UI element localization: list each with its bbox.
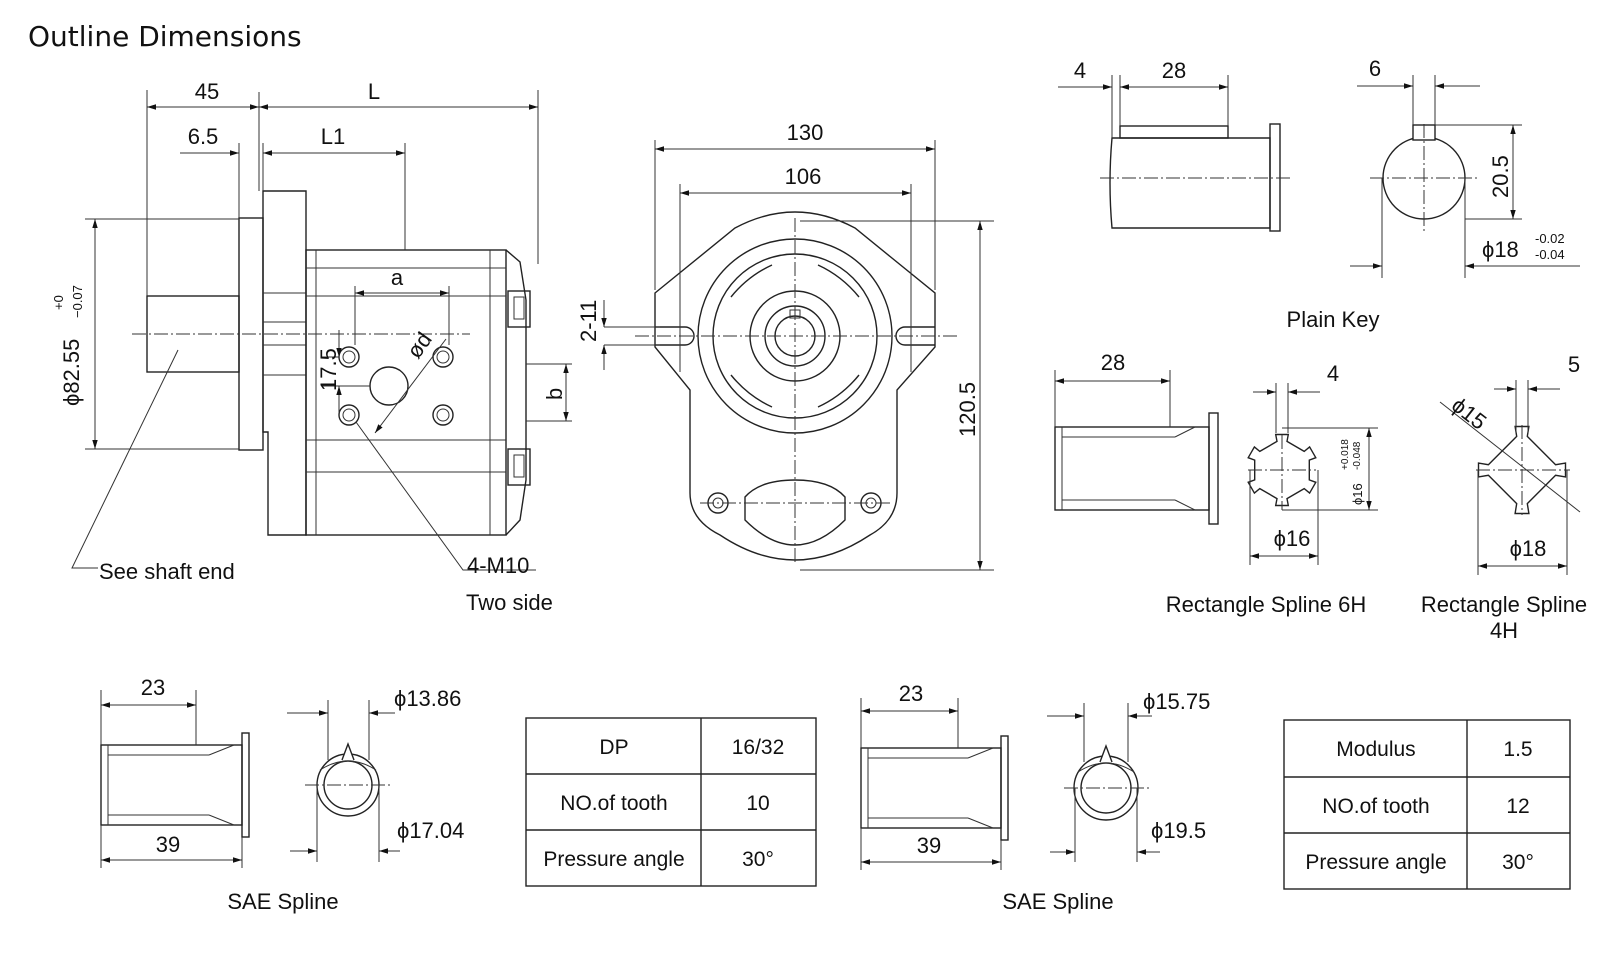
dim-sae1-17.04: ϕ17.04	[397, 818, 464, 843]
dim-sae2-15.75: ϕ15.75	[1143, 689, 1210, 714]
dim-120.5: 120.5	[955, 382, 980, 437]
dim-key-28: 28	[1162, 58, 1186, 83]
sae1-table-cell: NO.of tooth	[560, 792, 667, 815]
dim-82.55: ϕ82.55	[59, 339, 84, 406]
side-label: Two side	[466, 590, 553, 615]
dim-6h-16h: ϕ16	[1274, 526, 1311, 551]
dim-sae2-23: 23	[899, 681, 923, 706]
sae-spline-2-view: 23 39 ϕ15.75 ϕ19.5 SAE Spline	[860, 681, 1210, 914]
spline-6h-caption: Rectangle Spline 6H	[1166, 592, 1367, 617]
spline-4h-caption-2: 4H	[1490, 618, 1518, 643]
sae2-table-cell: 1.5	[1503, 738, 1532, 761]
sae1-table-cell: 10	[746, 792, 769, 815]
dim-130: 130	[787, 120, 824, 145]
sae1-table: DP 16/32 NO.of tooth 10 Pressure angle 3…	[525, 717, 817, 887]
sae-spline-1-view: 23 39 ϕ13.86 ϕ17.04 SAE Spline	[100, 675, 464, 914]
dim-106: 106	[785, 164, 822, 189]
plain-key-view: 4 28 6 20.5 ϕ18 -0.02 -0.04 Plain Key	[1058, 56, 1580, 332]
dim-key-18: ϕ18	[1482, 237, 1519, 262]
sae1-table-cell: Pressure angle	[543, 848, 684, 871]
dim-4h-18: ϕ18	[1510, 536, 1547, 561]
front-view: 130 106 2-11 120.5	[576, 120, 994, 571]
dim-a: a	[391, 265, 404, 290]
spline-6h-view: 28 4 ϕ16 +0.018 -0.048 ϕ16 Rectangle Spl…	[1054, 350, 1378, 617]
shaft-label: See shaft end	[99, 559, 235, 584]
dim-45: 45	[195, 79, 219, 104]
spline-4h-view: 5 ϕ15 ϕ18 Rectangle Spline 4H	[1421, 352, 1587, 643]
dim-b: b	[542, 388, 567, 400]
bolt-cap-bottom	[507, 448, 531, 486]
spline-4h-caption-1: Rectangle Spline	[1421, 592, 1587, 617]
sae1-caption: SAE Spline	[227, 889, 338, 914]
dim-6h-28: 28	[1101, 350, 1125, 375]
sae2-table-cell: 12	[1506, 795, 1529, 818]
dim-key-20.5: 20.5	[1488, 155, 1513, 198]
sae2-table-cell: NO.of tooth	[1322, 795, 1429, 818]
sae2-caption: SAE Spline	[1002, 889, 1113, 914]
dim-4h-5: 5	[1568, 352, 1580, 377]
dim-sae1-13.86: ϕ13.86	[394, 686, 461, 711]
pump-body	[305, 249, 507, 536]
sae1-table-cell: 16/32	[732, 736, 785, 759]
sae2-table: Modulus 1.5 NO.of tooth 12 Pressure angl…	[1283, 719, 1571, 890]
dim-key-4: 4	[1074, 58, 1086, 83]
dim-4h-15: ϕ15	[1447, 392, 1491, 434]
tol-plus: +0	[51, 295, 66, 310]
dim-sae2-39: 39	[917, 833, 941, 858]
flange-outline	[262, 190, 307, 536]
sae2-table-cell: Pressure angle	[1305, 851, 1446, 874]
dim-key-6: 6	[1369, 56, 1381, 81]
flange-profile	[654, 211, 936, 561]
sae2-table-cell: Modulus	[1336, 738, 1415, 761]
spline-6h-profile	[1247, 433, 1317, 507]
dim-sae2-19.5: ϕ19.5	[1151, 818, 1206, 843]
dim-L1: L1	[321, 124, 345, 149]
thread-hole	[338, 346, 360, 368]
sae2-table-cell: 30°	[1502, 851, 1534, 874]
tol-key-lower: -0.04	[1535, 247, 1565, 262]
dim-sae1-39: 39	[156, 832, 180, 857]
plain-key-caption: Plain Key	[1287, 307, 1380, 332]
dim-6h-16v: ϕ16	[1350, 483, 1365, 505]
tol-minus: −0.07	[70, 285, 85, 318]
thread-label: 4-M10	[467, 553, 529, 578]
dim-L: L	[368, 79, 380, 104]
end-cover	[505, 249, 527, 536]
tol-6h-lower: -0.048	[1352, 441, 1363, 470]
thread-hole	[432, 346, 454, 368]
sae1-table-cell: 30°	[742, 848, 774, 871]
thread-hole	[432, 404, 454, 426]
sae1-table-cell: DP	[599, 736, 628, 759]
bolt-cap-top	[507, 290, 531, 328]
tol-6h-upper: +0.018	[1340, 439, 1351, 470]
page-title: Outline Dimensions	[28, 20, 302, 53]
dim-2-11: 2-11	[576, 300, 601, 342]
port-hole	[369, 366, 409, 406]
dim-sae1-23: 23	[141, 675, 165, 700]
dim-17.5: 17.5	[316, 348, 341, 391]
side-view: 45 L 6.5 L1 a 17.5 b ød	[51, 79, 572, 615]
thread-hole	[338, 404, 360, 426]
tol-key-upper: -0.02	[1535, 231, 1565, 246]
dim-6.5: 6.5	[188, 124, 219, 149]
dim-6h-4: 4	[1327, 361, 1339, 386]
